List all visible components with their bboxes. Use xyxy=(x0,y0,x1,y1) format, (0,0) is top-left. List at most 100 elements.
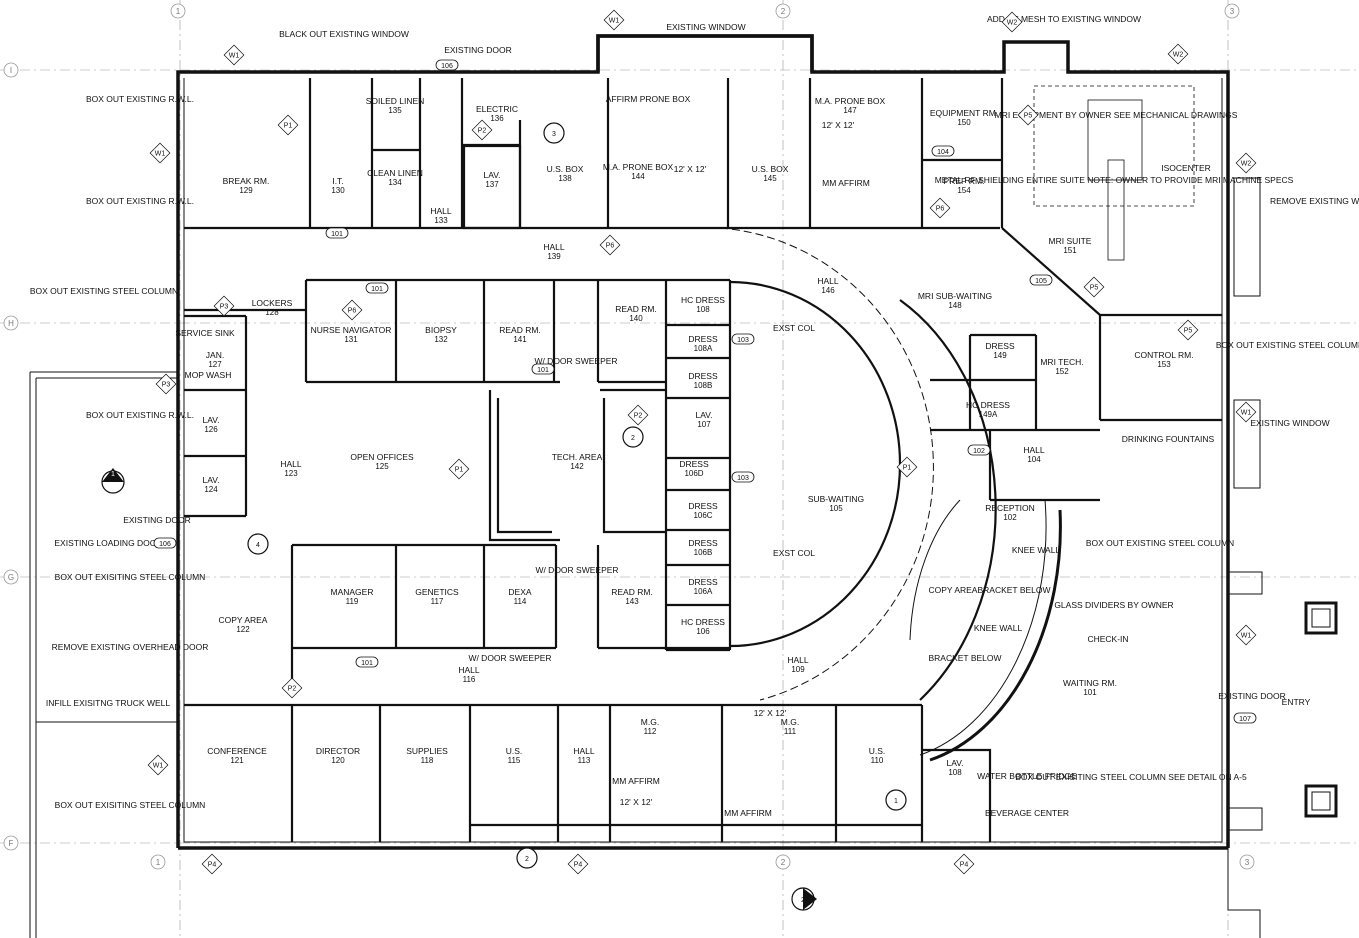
wall-tag: W1 xyxy=(153,763,164,770)
building-section-2: 2 xyxy=(791,887,817,911)
wall-tag: P6 xyxy=(348,308,357,315)
note: INFILL EXISITNG TRUCK WELL xyxy=(46,698,170,708)
svg-text:READ RM.143: READ RM.143 xyxy=(611,587,653,606)
wall-tag: P5 xyxy=(1024,113,1033,120)
section-mark-3: 3 xyxy=(543,122,565,144)
note: KNEE WALL xyxy=(974,623,1023,633)
grid-bubble: 3 xyxy=(1245,858,1250,867)
note: GLASS DIVIDERS BY OWNER xyxy=(1054,600,1173,610)
note: REMOVE EXISTING WINDOW FOR MRI MACHINE A… xyxy=(1270,196,1359,206)
note: BOX OUT EXISTING R.W.L. xyxy=(86,196,194,206)
section-mark-1: 1 xyxy=(885,789,907,811)
note: EXISTING DOOR xyxy=(444,45,512,55)
section-mark-4: 4 xyxy=(247,533,269,555)
note: DRINKING FOUNTAINS xyxy=(1122,434,1215,444)
wall-tag: W1 xyxy=(609,18,620,25)
door-tag: 106 xyxy=(441,63,453,70)
door-tag: 107 xyxy=(1239,716,1251,723)
curved-walls xyxy=(719,227,1062,762)
svg-text:READ RM.141: READ RM.141 xyxy=(499,325,541,344)
svg-text:MM AFFIRM: MM AFFIRM xyxy=(724,808,772,818)
note: EXISTING DOOR xyxy=(123,515,191,525)
svg-text:WAITING RM.101: WAITING RM.101 xyxy=(1063,678,1117,697)
svg-text:2: 2 xyxy=(631,435,635,442)
grid-bubble: 1 xyxy=(176,7,181,16)
svg-text:1: 1 xyxy=(894,798,898,805)
wall-tag: P2 xyxy=(634,413,643,420)
wall-tag: P4 xyxy=(574,862,583,869)
svg-text:U.S.115: U.S.115 xyxy=(506,746,523,765)
wall-tag: W2 xyxy=(1241,161,1252,168)
wall-tag: P2 xyxy=(478,128,487,135)
svg-text:PREP RM.154: PREP RM.154 xyxy=(944,176,985,195)
note: BOX OUT EXISITING STEEL COLUMN xyxy=(55,572,206,582)
wall-tag: W2 xyxy=(1007,20,1018,27)
svg-text:4: 4 xyxy=(256,542,260,549)
svg-text:3: 3 xyxy=(552,131,556,138)
door-tags: 106 101 101 101 103 103 102 104 105 106 … xyxy=(153,59,1257,724)
note: 12' X 12' xyxy=(754,708,787,718)
note: BOX OUT EXISTING STEEL COLUMN xyxy=(1086,538,1234,548)
interior-walls xyxy=(184,78,1222,842)
note: EXST COL xyxy=(773,323,815,333)
note: BOX OUT EXISTING STEEL COLUMN xyxy=(30,286,178,296)
wall-tag: P1 xyxy=(455,467,464,474)
note: EXISTING LOADING DOCK xyxy=(54,538,162,548)
note: EXISTING WINDOW xyxy=(1250,418,1329,428)
svg-text:MM AFFIRM: MM AFFIRM xyxy=(612,776,660,786)
note: W/ DOOR SWEEPER xyxy=(468,653,551,663)
note: REMOVE EXISTING OVERHEAD DOOR xyxy=(52,642,209,652)
note: 12' X 12' xyxy=(674,164,707,174)
svg-text:MRI TECH.152: MRI TECH.152 xyxy=(1040,357,1083,376)
wall-tag: W2 xyxy=(1173,52,1184,59)
note: BRACKET BELOW xyxy=(977,585,1050,595)
svg-text:LAV.126: LAV.126 xyxy=(202,415,219,434)
door-tag: 101 xyxy=(361,660,373,667)
wall-tag: P1 xyxy=(284,123,293,130)
note: KNEE WALL xyxy=(1012,545,1061,555)
note: ENTRY xyxy=(1282,697,1311,707)
svg-text:2: 2 xyxy=(525,856,529,863)
wall-tag: P3 xyxy=(220,304,229,311)
svg-text:JAN.127: JAN.127 xyxy=(206,350,224,369)
door-tag: 104 xyxy=(937,149,949,156)
wall-tag: W1 xyxy=(229,53,240,60)
svg-text:COPY AREA: COPY AREA xyxy=(929,585,978,595)
svg-text:MOP WASH: MOP WASH xyxy=(185,370,232,380)
svg-text:LAV.107: LAV.107 xyxy=(695,410,712,429)
svg-text:M.G.112: M.G.112 xyxy=(641,717,659,736)
svg-text:MM AFFIRM: MM AFFIRM xyxy=(822,178,870,188)
note: W/ DOOR SWEEPER xyxy=(534,356,617,366)
note: MRI EQUIPMENT BY OWNER SEE MECHANICAL DR… xyxy=(995,110,1238,120)
svg-text:CONTROL RM.153: CONTROL RM.153 xyxy=(1134,350,1193,369)
note: 12' X 12' xyxy=(822,120,855,130)
grid-bubble: 2 xyxy=(781,7,786,16)
svg-text:M.G.111: M.G.111 xyxy=(781,717,799,736)
grid-bubble: 3 xyxy=(1230,7,1235,16)
